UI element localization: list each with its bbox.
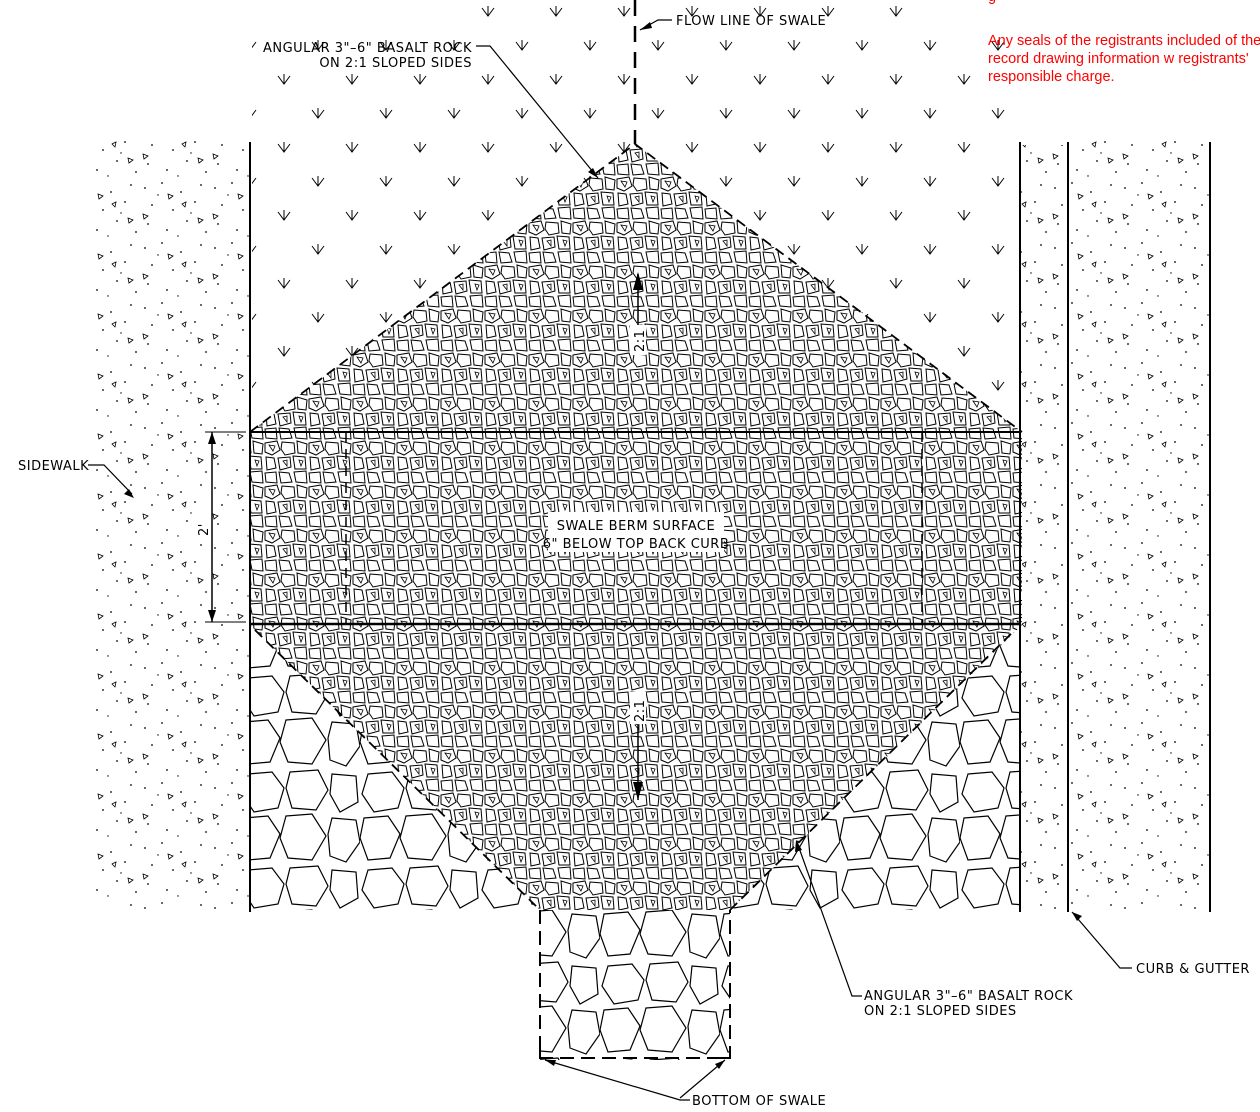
curb-leader xyxy=(1071,911,1132,969)
berm-label-line1: SWALE BERM SURFACE xyxy=(557,519,715,534)
rock-slope-outline-lower xyxy=(254,629,1016,911)
bottom-arrowhead-right xyxy=(715,1060,725,1069)
rock-label-bottom-line1: ANGULAR 3"–6" BASALT ROCK xyxy=(864,989,1073,1004)
swale-bottom-corners xyxy=(539,1046,731,1059)
curb-label: CURB & GUTTER xyxy=(1136,962,1250,977)
bottom-arrowhead-left xyxy=(545,1060,556,1066)
grass-area-top xyxy=(430,0,950,140)
rock-label-bottom-line2: ON 2:1 SLOPED SIDES xyxy=(864,1004,1017,1019)
record-drawing-note: Any seals of the registrants included of… xyxy=(988,33,1260,85)
curb-gutter-area xyxy=(1068,140,1210,910)
dimension-label-bg xyxy=(196,512,210,538)
rock-bottom-arrowhead xyxy=(795,840,802,852)
sidewalk-area xyxy=(95,140,250,910)
planter-strip-right xyxy=(1020,145,1068,910)
slope-arrowhead-upper xyxy=(633,272,643,290)
rock-top-arrowhead xyxy=(588,168,598,178)
rock-bottom-leader xyxy=(797,844,862,997)
curb-arrowhead xyxy=(1072,912,1082,921)
record-note-partial: g xyxy=(988,0,1260,6)
slope-arrowhead-lower xyxy=(633,782,643,800)
rock-top-leader xyxy=(476,45,599,179)
slope-label-lower: 2:1 xyxy=(633,700,648,722)
rock-label-top-line2: ON 2:1 SLOPED SIDES xyxy=(319,56,472,71)
slope-label-lower-bg xyxy=(630,692,646,724)
slope-label-upper-bg xyxy=(630,325,646,355)
dimension-arrow-bottom xyxy=(208,610,216,622)
rock-label-top-line1: ANGULAR 3"–6" BASALT ROCK xyxy=(263,41,472,56)
dimension-label: 2' xyxy=(197,523,212,536)
berm-label-box xyxy=(548,512,724,552)
berm-label-line2: 6" BELOW TOP BACK CURB xyxy=(543,537,730,552)
sidewalk-arrowhead xyxy=(124,489,134,498)
dimension-arrow-top xyxy=(208,432,216,444)
slope-label-upper: 2:1 xyxy=(633,330,648,352)
bottom-label: BOTTOM OF SWALE xyxy=(692,1094,826,1109)
flow-line-arrowhead xyxy=(640,22,652,30)
swale-bottom-outline xyxy=(539,910,731,1059)
sidewalk-label: SIDEWALK xyxy=(18,459,89,474)
sidewalk-leader xyxy=(88,464,133,495)
flow-line-label: FLOW LINE OF SWALE xyxy=(676,14,826,29)
